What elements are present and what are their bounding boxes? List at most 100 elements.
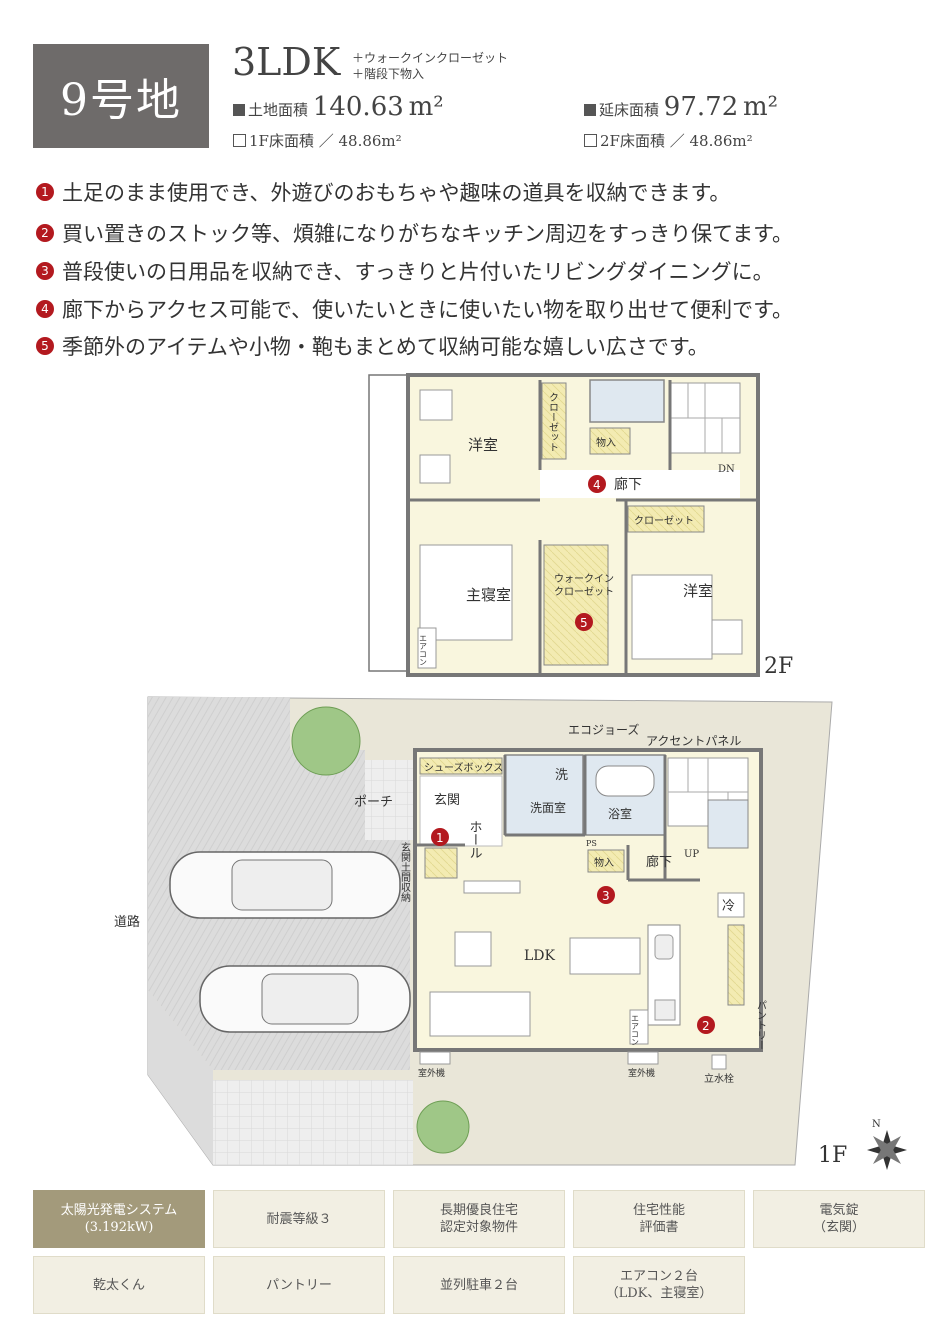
- faucet: [711, 1054, 727, 1070]
- hallway-2f-label: 廊下: [614, 476, 642, 493]
- bathroom-label: 浴室: [608, 806, 632, 821]
- marker-3: [597, 886, 615, 904]
- storage-2f: [589, 427, 631, 455]
- f1-area: 1F床面積 ／ 48.86m²: [233, 130, 402, 151]
- dining-table: [569, 937, 641, 975]
- lot-number-badge: 9号地: [33, 44, 209, 148]
- pantry-label: パントリー: [755, 1000, 767, 1050]
- room-western-1: 洋室: [468, 436, 498, 454]
- tag-pantry: パントリー: [213, 1256, 385, 1314]
- porch-floor: [365, 760, 415, 840]
- outdoor-unit-2-label: 室外機: [628, 1067, 655, 1079]
- stove: [654, 999, 676, 1021]
- marker-2: [697, 1016, 715, 1034]
- fridge-label: 冷: [722, 899, 735, 914]
- tag-aircon: エアコン２台 （LDK、主寝室）: [573, 1256, 745, 1314]
- feature-number-badge: 1: [36, 183, 54, 201]
- tag-electric-lock: 電気錠 （玄関）: [753, 1190, 925, 1248]
- car-1: [169, 851, 401, 919]
- feature-number-badge: 2: [36, 224, 54, 242]
- plan-type: 3LDK: [232, 40, 341, 84]
- room-western-2: 洋室: [683, 582, 713, 600]
- accent-panel-label: アクセントパネル: [646, 734, 741, 748]
- closet-vertical-label: クローゼット: [547, 392, 559, 452]
- storage-1f: [587, 849, 625, 873]
- walk-in-closet: [543, 544, 609, 666]
- pantry: [727, 924, 745, 1006]
- hollow-square-icon: [233, 134, 246, 147]
- land-area-unit: m²: [408, 92, 444, 122]
- entrance-label: 玄関: [434, 793, 460, 808]
- aircon-2f: [417, 627, 437, 669]
- tree-2: [416, 1100, 470, 1154]
- feature-text: 買い置きのストック等、煩雑になりがちなキッチン周辺をすっきり保てます。: [62, 222, 794, 246]
- marker-1-text: 1: [436, 831, 444, 845]
- marker-1: [431, 828, 449, 846]
- ps-label: PS: [586, 839, 597, 848]
- floor-1-plan: エコジョーズ アクセントパネル シューズボックス 洗 ポーチ 玄関 洗面室 浴室…: [114, 696, 907, 1170]
- car-2: [199, 965, 411, 1033]
- marker-5: [575, 613, 593, 631]
- filled-square-icon: [584, 104, 596, 116]
- floor-total-area: 延床面積 97.72 m²: [584, 92, 778, 122]
- bed-master: [419, 544, 513, 641]
- land-area-label: 土地面積: [248, 101, 309, 119]
- floor-2-label: 2F: [764, 654, 793, 679]
- storage-1f-label: 物入: [594, 856, 614, 869]
- lot-number: 9号地: [60, 75, 182, 126]
- wic-label-1: ウォークイン: [554, 573, 614, 585]
- marker-4: [588, 475, 606, 493]
- feature-number-badge: 4: [36, 300, 54, 318]
- wash-icon-label: 洗: [555, 768, 568, 783]
- plan-extra-wic: ＋ウォークインクローゼット: [352, 51, 509, 65]
- closet-2f-label: クローゼット: [634, 515, 694, 527]
- porch-label: ポーチ: [354, 795, 393, 810]
- floor-total-unit: m²: [743, 92, 779, 122]
- road-label: 道路: [114, 914, 140, 930]
- tag-kantakun: 乾太くん: [33, 1256, 205, 1314]
- land-area: 土地面積 140.63 m²: [233, 92, 444, 122]
- aircon-1f-label: エアコン: [631, 1014, 640, 1046]
- floor-plan-drawing: 洋室 クローゼット 物入 4 廊下 DN クローゼット 主寝室 ウォークイン ク…: [114, 373, 907, 1170]
- dn-label: DN: [718, 464, 735, 475]
- eco-jozu-label: エコジョーズ: [568, 722, 639, 737]
- up-label: UP: [684, 849, 699, 860]
- f2-area-label: 2F床面積 ／ 48.86m²: [600, 132, 753, 150]
- hallway-1f-label: 廊下: [646, 854, 672, 870]
- closet-vertical-2f: [541, 382, 567, 460]
- f2-area: 2F床面積 ／ 48.86m²: [584, 130, 753, 151]
- marker-3-text: 3: [602, 889, 610, 903]
- tag-performance-evaluation: 住宅性能 評価書: [573, 1190, 745, 1248]
- outdoor-unit-2: [627, 1051, 659, 1065]
- floor-total-label: 延床面積: [599, 101, 660, 119]
- aircon-1f: [629, 1009, 649, 1045]
- aircon-2f-label: エアコン: [419, 634, 428, 666]
- outdoor-unit-1-label: 室外機: [418, 1067, 445, 1079]
- feature-text: 季節外のアイテムや小物・鞄もまとめて収納可能な嬉しい広さです。: [62, 335, 709, 359]
- compass-icon: N: [867, 1119, 907, 1170]
- faucet-label: 立水栓: [704, 1072, 734, 1085]
- tag-seismic: 耐震等級３: [213, 1190, 385, 1248]
- toilet-2f: [589, 379, 665, 423]
- hallway-2f: [540, 470, 740, 498]
- plan-extra-understairs: ＋階段下物入: [352, 67, 425, 81]
- compass-north-label: N: [872, 1119, 881, 1130]
- land-area-value: 140.63: [312, 92, 404, 122]
- feature-text: 普段使いの日用品を収納でき、すっきりと片付いたリビングダイニングに。: [62, 260, 774, 284]
- tag-long-term-housing: 長期優良住宅 認定対象物件: [393, 1190, 565, 1248]
- washroom: [504, 754, 584, 836]
- marker-2-text: 2: [702, 1019, 710, 1033]
- sofa: [429, 991, 531, 1037]
- wic-label-2: クローゼット: [554, 586, 614, 598]
- bed-western: [631, 574, 713, 660]
- shoe-box-label: シューズボックス: [424, 761, 503, 774]
- shoe-box: [419, 757, 503, 775]
- feature-item: 2 買い置きのストック等、煩雑になりがちなキッチン周辺をすっきり保てます。: [36, 218, 793, 248]
- filled-square-icon: [233, 104, 245, 116]
- marker-4-text: 4: [593, 478, 601, 492]
- room-master: 主寝室: [466, 586, 511, 604]
